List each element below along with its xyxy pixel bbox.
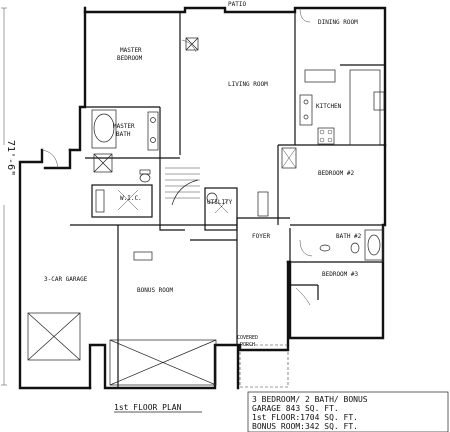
label-bath-2: BATH #2 bbox=[336, 233, 362, 240]
stairs bbox=[165, 167, 200, 206]
label-bonus-room: BONUS ROOM bbox=[137, 287, 174, 294]
label-master-bedroom-1: MASTER bbox=[120, 47, 142, 54]
label-dining-room: DINING ROOM bbox=[318, 19, 358, 26]
stats-line-2: GARAGE 843 SQ. FT. bbox=[252, 404, 339, 413]
stats-line-1: 3 BEDROOM/ 2 BATH/ BONUS bbox=[252, 395, 368, 404]
overall-dimension-label: 71'-6" bbox=[5, 140, 16, 176]
label-master-bath-2: BATH bbox=[116, 131, 131, 138]
stats-line-3: 1st FLOOR:1704 SQ. FT. bbox=[252, 413, 358, 422]
label-garage: 3-CAR GARAGE bbox=[44, 276, 88, 283]
stats-box: 3 BEDROOM/ 2 BATH/ BONUS GARAGE 843 SQ. … bbox=[247, 391, 449, 432]
label-covered-porch-1: COVERED bbox=[237, 335, 258, 341]
label-living-room: LIVING ROOM bbox=[228, 81, 268, 88]
label-master-bath-1: MASTER bbox=[113, 123, 135, 130]
label-wic: W.I.C. bbox=[120, 195, 142, 202]
label-utility: UTILITY bbox=[207, 199, 233, 206]
fixtures bbox=[27, 7, 385, 388]
stats-line-4: BONUS ROOM:342 SQ. FT. bbox=[252, 422, 358, 431]
exterior-walls bbox=[18, 6, 387, 390]
overall-dimension: 71'-6" bbox=[0, 7, 16, 386]
label-kitchen: KITCHEN bbox=[316, 103, 342, 110]
label-patio: PATIO bbox=[228, 1, 246, 8]
label-covered-porch-2: PORCH bbox=[240, 342, 255, 348]
room-labels: PATIO DINING ROOM MASTER BEDROOM LIVING … bbox=[44, 1, 362, 348]
label-master-bedroom-2: BEDROOM bbox=[117, 55, 143, 62]
plan-title: 1st FLOOR PLAN bbox=[114, 403, 182, 412]
label-foyer: FOYER bbox=[252, 233, 270, 240]
label-bedroom-3: BEDROOM #3 bbox=[322, 271, 359, 278]
label-bedroom-2: BEDROOM #2 bbox=[318, 170, 355, 177]
